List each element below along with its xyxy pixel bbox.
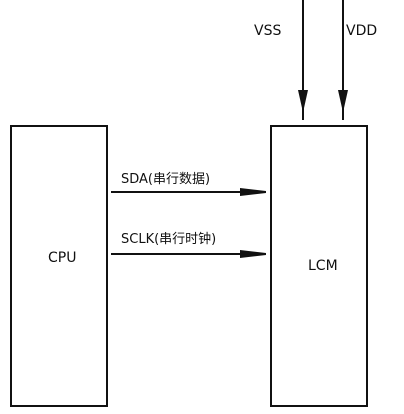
- vss-arrowhead: [298, 90, 308, 108]
- sda-arrowhead: [240, 188, 266, 196]
- vdd-arrowhead: [338, 90, 348, 108]
- vss-label: VSS: [254, 23, 281, 39]
- lcm-block: [270, 125, 368, 407]
- cpu-block: [10, 125, 108, 407]
- cpu-label: CPU: [48, 250, 76, 266]
- sclk-label: SCLK(串行时钟): [121, 231, 216, 247]
- sclk-arrowhead: [240, 250, 266, 258]
- vdd-label: VDD: [346, 23, 377, 39]
- sda-label: SDA(串行数据): [121, 172, 210, 187]
- lcm-label: LCM: [308, 258, 338, 274]
